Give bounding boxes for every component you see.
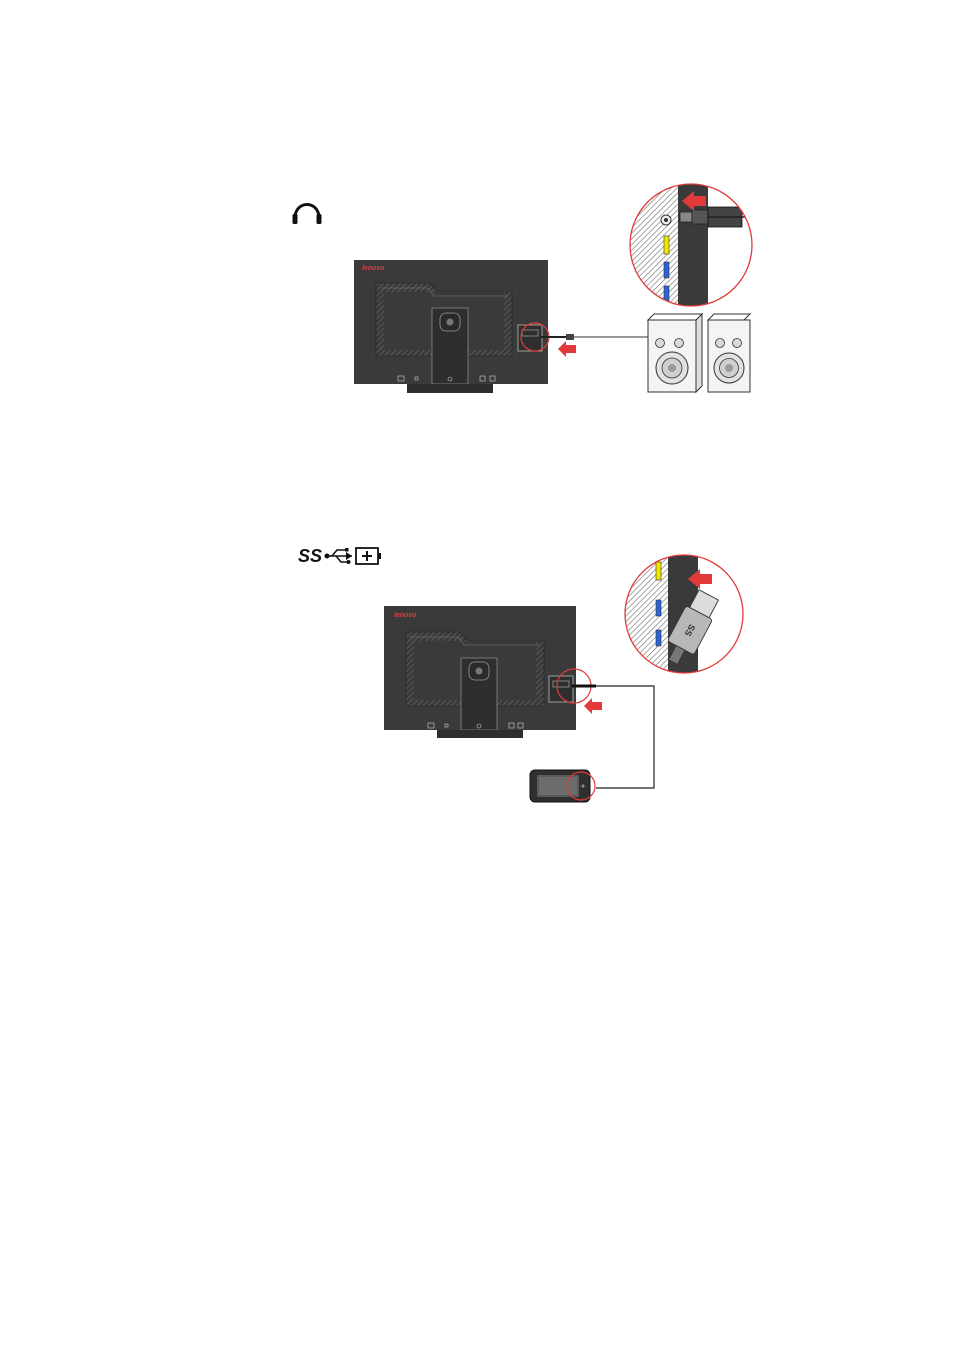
monitor-rear-view: lenovo xyxy=(354,260,549,393)
brand-logo: lenovo xyxy=(394,612,417,619)
audio-cable xyxy=(540,334,651,340)
monitor-rear-view: lenovo xyxy=(384,606,591,738)
audio-connection-diagram: lenovo xyxy=(0,180,954,410)
audio-port-zoom-callout xyxy=(620,180,770,310)
usb-charging-connection-diagram: SS lenovo xyxy=(0,540,954,820)
battery-charging-icon xyxy=(356,548,381,564)
usb-port-zoom-callout: SS xyxy=(620,550,758,680)
connect-arrow-icon xyxy=(558,341,576,357)
usb-superspeed-charging-icon: SS xyxy=(298,546,381,566)
speaker-right xyxy=(708,314,750,392)
smartphone xyxy=(530,770,595,802)
speaker-left xyxy=(648,314,702,392)
brand-logo: lenovo xyxy=(362,265,385,272)
connect-arrow-icon xyxy=(584,698,602,714)
usb-superspeed-label: SS xyxy=(298,546,322,566)
headphones-icon xyxy=(293,205,322,225)
